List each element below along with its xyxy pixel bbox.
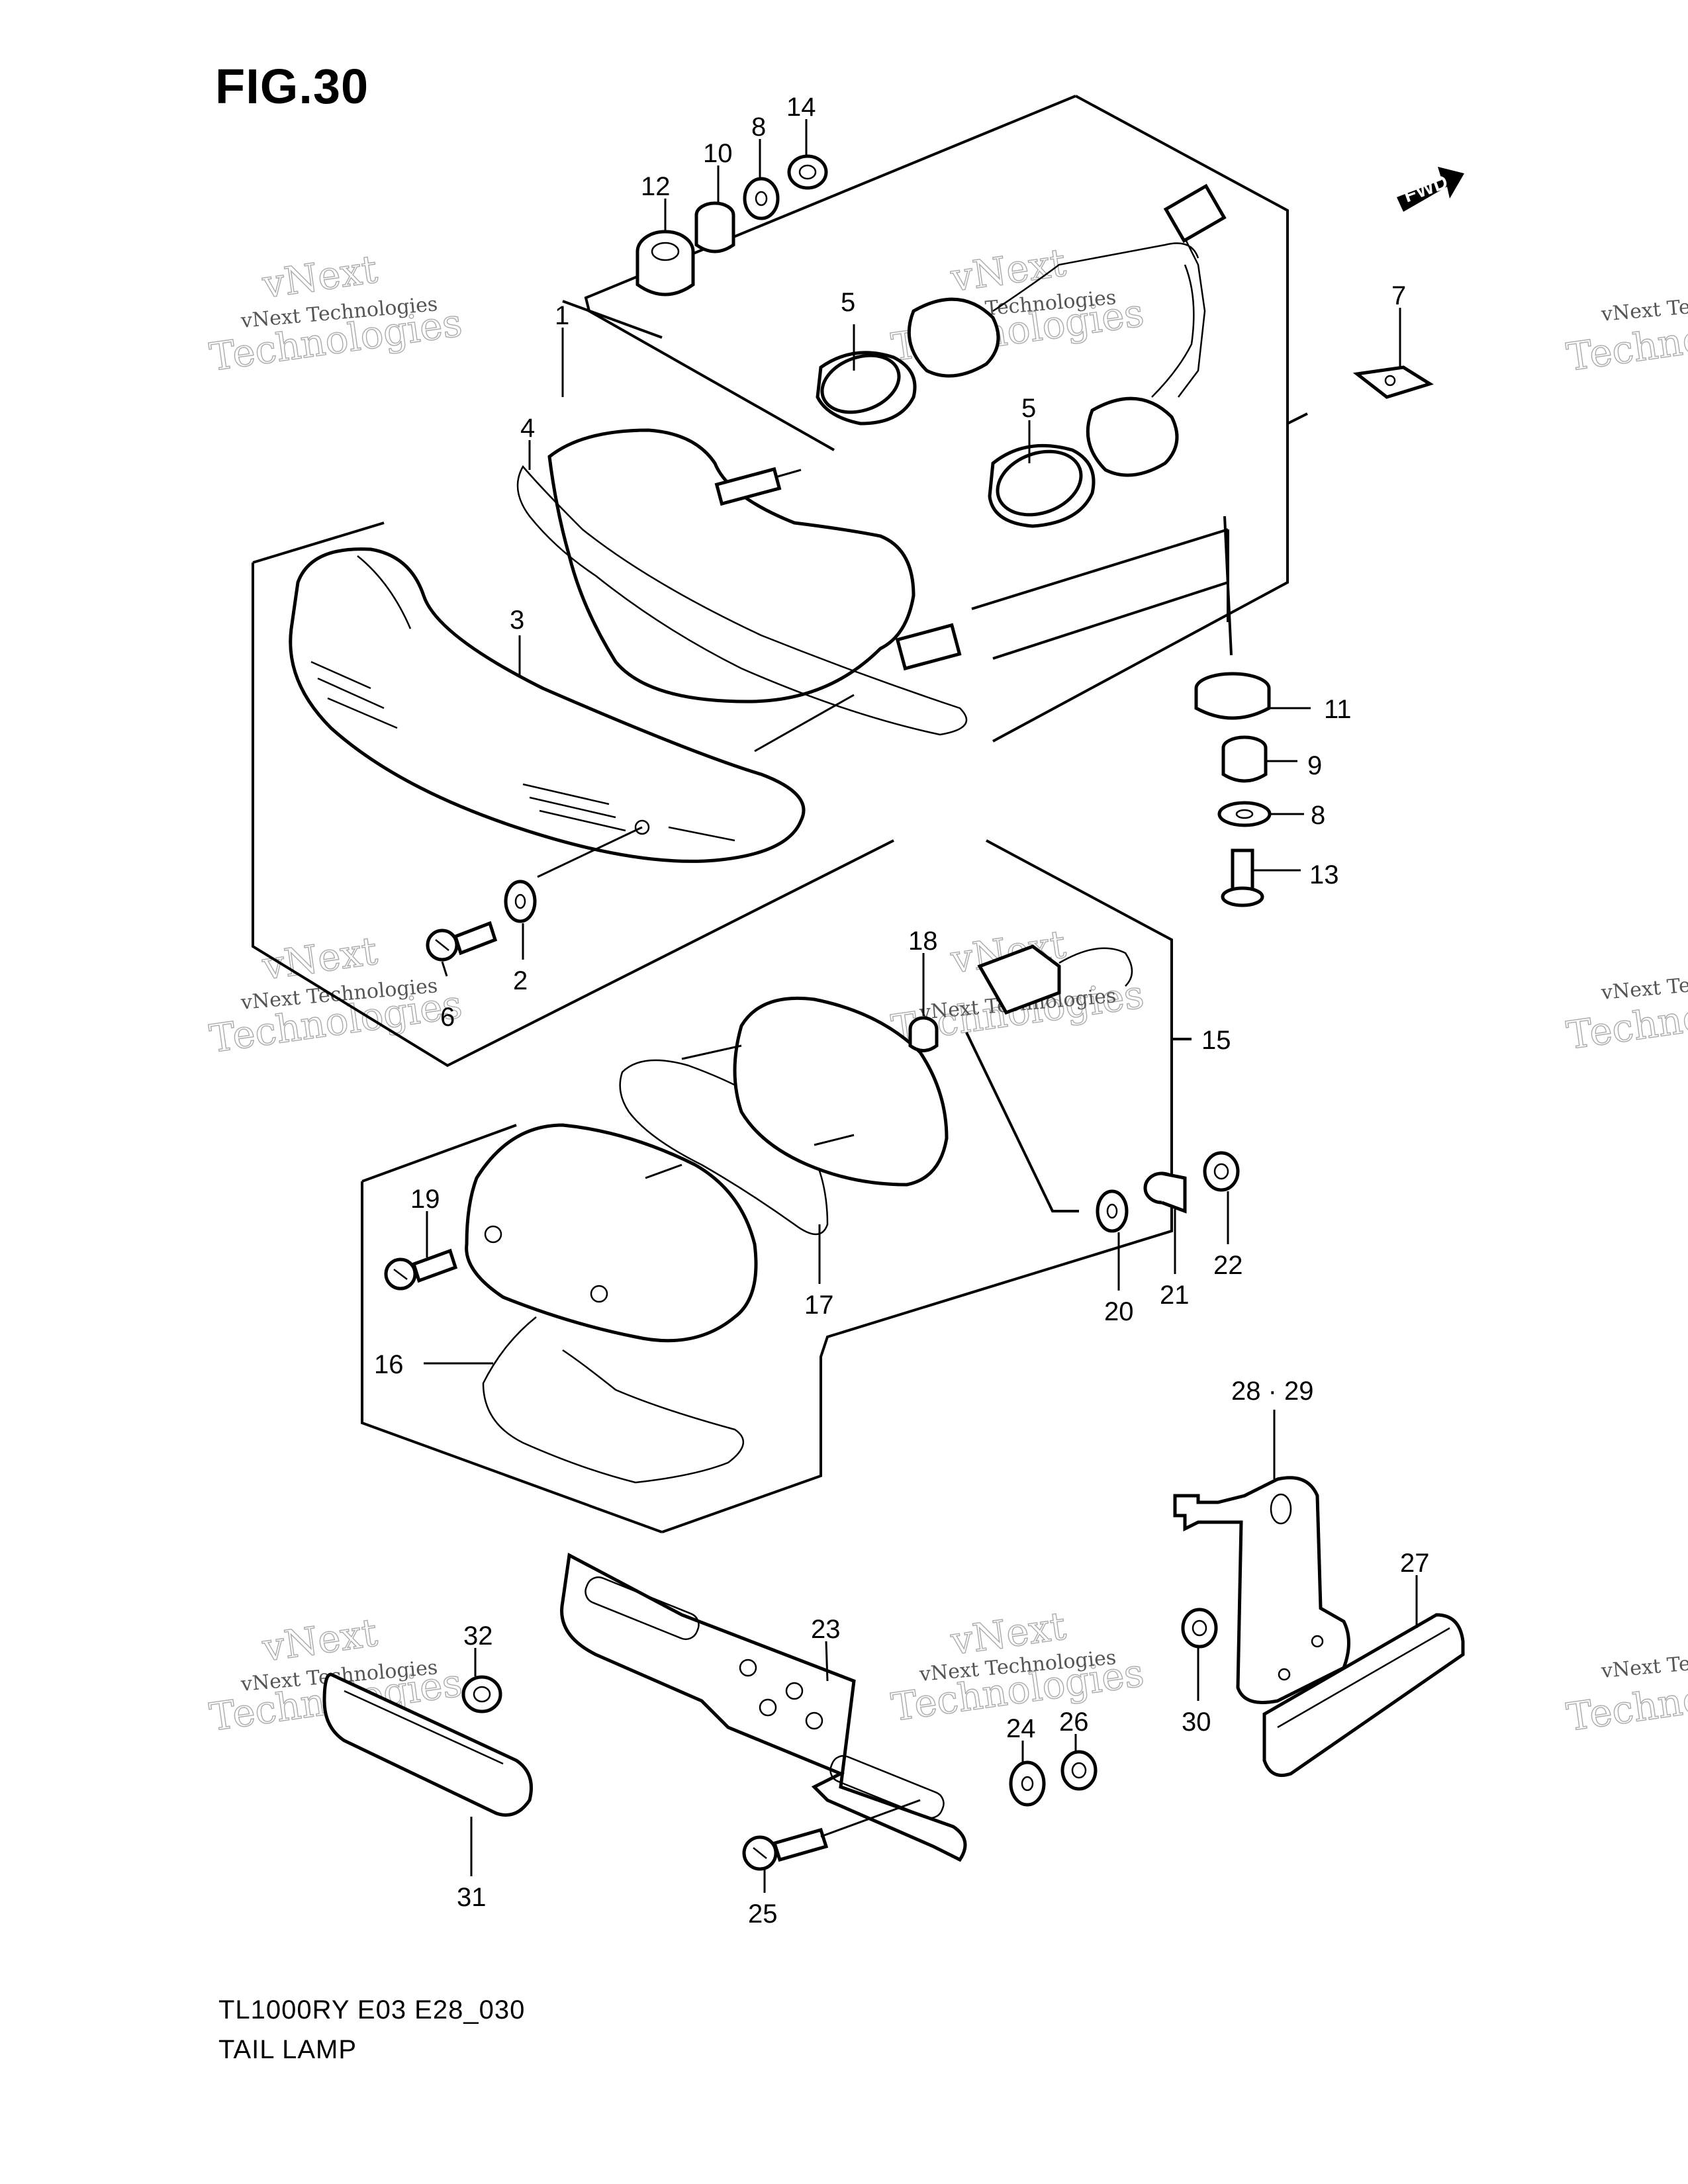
figure-title: FIG.30 [215,59,369,114]
callout-32: 32 [463,1621,493,1651]
part-8-washer-right [1217,801,1272,827]
callout-5-upper: 5 [841,288,855,317]
part-14-nut [787,154,828,190]
callout-21: 21 [1160,1281,1190,1310]
part-23-license-bracket [560,1553,967,1862]
callout-24: 24 [1006,1714,1036,1743]
part-10-collar [694,201,735,253]
callout-4: 4 [520,414,535,443]
assembly-frame-1 [252,95,1308,1068]
watermark-big-top: vNext [259,246,380,307]
callout-3: 3 [510,606,524,635]
part-32-nut [461,1675,502,1713]
watermark-big-top: vNext [259,1610,380,1670]
part-21-collar [1143,1171,1187,1214]
callout-10: 10 [703,139,733,168]
part-12-grommet [635,230,695,296]
callout-31: 31 [457,1883,487,1912]
figure-name: TAIL LAMP [218,2035,357,2064]
part-20-washer [1096,1189,1129,1233]
part-31-reflector [322,1672,533,1817]
callout-5-lower: 5 [1021,394,1036,423]
callout-15: 15 [1201,1026,1231,1055]
fwd-arrow-badge: FWD [1397,167,1464,212]
part-8-washer-top [743,177,780,220]
callout-2: 2 [513,966,528,995]
part-17-gasket [619,1059,829,1236]
watermark: vNext Technologies vNext Technologies [888,1603,1147,1731]
callout-28-29: 28 · 29 [1231,1377,1314,1406]
watermark: vNext Technologies vNext Technologies [207,246,465,381]
callout-6: 6 [440,1003,455,1032]
callout-27: 27 [1400,1549,1430,1578]
assembly-frame-15 [361,839,1192,1533]
watermark-small: vNext Technologies [1600,1643,1688,1683]
callout-7: 7 [1391,281,1406,310]
callout-9: 9 [1307,751,1322,780]
callout-19: 19 [410,1185,440,1214]
part-15-socket-wire [977,944,1133,1015]
callout-14: 14 [786,93,816,122]
figure-model-code: TL1000RY E03 E28_030 [218,1995,526,2025]
callout-20: 20 [1104,1297,1134,1326]
part-22-nut [1203,1151,1240,1192]
callout-11: 11 [1324,695,1352,724]
part-6-screw [426,921,498,962]
callout-23: 23 [811,1615,841,1644]
callout-13: 13 [1309,860,1339,889]
leader-lines [424,119,1418,1893]
callout-1: 1 [555,301,569,330]
watermark-big-top: vNext [259,928,380,989]
part-18-bulb [908,1016,939,1052]
part-16-lens [465,1123,758,1484]
part-wire-connector [1163,183,1227,398]
callout-26: 26 [1059,1707,1089,1737]
part-26-nut [1060,1750,1098,1791]
part-13-bolt [1221,848,1264,907]
part-3-lens [289,547,855,878]
watermark-edge: vNext Technologies Technologies [1564,1643,1688,1740]
part-5-bulb-upper [816,242,1199,426]
part-25-screw [742,1799,921,1871]
watermark-edge: vNext Technologies Technologies [1564,286,1688,380]
part-7-clip [1352,365,1434,399]
part-2-washer [504,880,537,923]
watermark: vNext Technologies vNext Technologies [207,928,465,1062]
watermark-edge: vNext Technologies Technologies [1564,964,1688,1058]
watermark-group: vNext Technologies vNext Technologies vN… [207,240,1688,1741]
fwd-label: FWD [1401,171,1450,206]
callout-22: 22 [1213,1251,1243,1280]
callout-17: 17 [804,1291,834,1320]
part-5-bulb-lower [988,264,1195,528]
part-11-grommet [1194,672,1271,720]
callout-30: 30 [1182,1707,1211,1737]
part-4-housing-gasket [516,428,968,736]
part-15-housing [681,996,949,1187]
callout-8-right: 8 [1311,801,1325,830]
part-9-collar [1221,735,1268,783]
part-30-nut [1181,1608,1218,1649]
callout-25: 25 [748,1899,778,1929]
part-27-reflector [1262,1613,1465,1777]
callout-16: 16 [374,1350,404,1379]
callout-18: 18 [908,927,938,956]
callout-labels: 1 2 3 4 5 5 6 7 8 8 9 10 11 12 13 14 15 … [374,93,1430,1929]
part-28-29-reflector-bracket [1173,1476,1350,1704]
callout-8-top: 8 [751,113,766,142]
part-19-screw [384,1248,458,1291]
part-24-washer [1009,1760,1046,1807]
callout-12: 12 [641,172,671,201]
